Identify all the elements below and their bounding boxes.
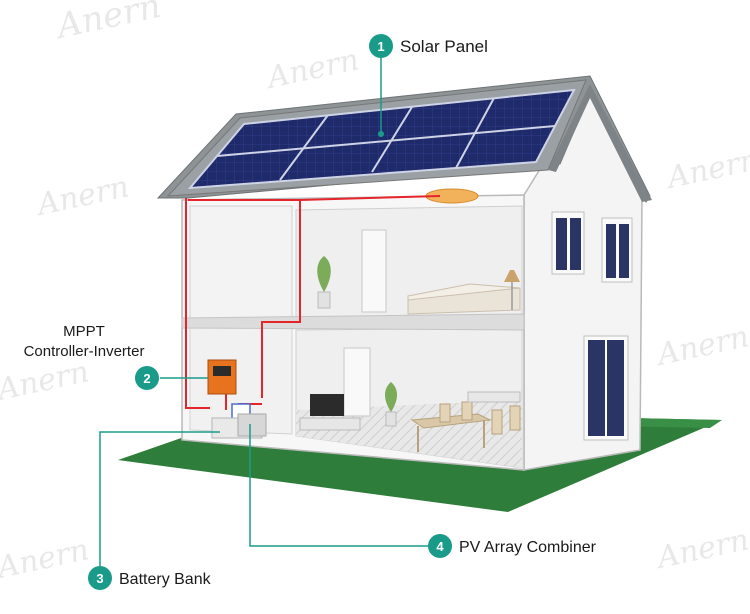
roof-gable-trim bbox=[548, 84, 652, 202]
callout-number: 1 bbox=[377, 39, 384, 54]
callout-number-badge bbox=[369, 34, 393, 58]
plant-downstairs bbox=[384, 382, 398, 427]
watermark-text: Anern bbox=[651, 319, 750, 373]
kitchen-counter bbox=[467, 391, 521, 403]
callout-solar-panel: 1 Solar Panel bbox=[369, 34, 488, 137]
floor-lamp bbox=[504, 270, 520, 310]
watermark-text: Anern bbox=[31, 169, 132, 223]
callout-label-line1: MPPT bbox=[63, 323, 105, 340]
callout-battery-bank: 3 Battery Bank bbox=[88, 431, 220, 590]
watermark-text: Anern bbox=[0, 532, 92, 586]
watermark-text: Anern bbox=[651, 522, 750, 576]
bed bbox=[407, 283, 521, 315]
floor-slab bbox=[181, 313, 525, 331]
callout-pv-combiner: 4 PV Array Combiner bbox=[249, 424, 597, 558]
dining-set bbox=[410, 401, 521, 452]
battery-bank bbox=[211, 413, 267, 439]
callout-label: Battery Bank bbox=[119, 571, 212, 588]
callout-number-badge bbox=[88, 566, 112, 590]
watermark-text: Anern bbox=[261, 42, 362, 96]
callout-number-badge bbox=[428, 534, 452, 558]
upper-door bbox=[361, 229, 387, 313]
callout-controller-inverter: 2 MPPT Controller-Inverter bbox=[24, 323, 208, 390]
watermark-text: Anern bbox=[51, 0, 165, 47]
plant-upstairs bbox=[317, 256, 331, 309]
left-room-upper bbox=[189, 205, 293, 319]
callout-label-line2: Controller-Inverter bbox=[24, 343, 145, 360]
callout-number: 2 bbox=[143, 371, 150, 386]
solar-panel-array bbox=[187, 88, 576, 190]
watermark-text: Anern bbox=[661, 142, 750, 196]
callout-label: PV Array Combiner bbox=[459, 539, 597, 556]
callout-number-badge bbox=[135, 366, 159, 390]
watermark-text: Anern bbox=[0, 354, 92, 408]
callout-number: 3 bbox=[96, 571, 103, 586]
callout-label: Solar Panel bbox=[400, 37, 488, 56]
callout-number: 4 bbox=[436, 539, 444, 554]
tv-set bbox=[299, 394, 361, 431]
side-windows bbox=[551, 211, 633, 441]
lower-door bbox=[343, 347, 371, 417]
controller-inverter bbox=[207, 359, 237, 395]
